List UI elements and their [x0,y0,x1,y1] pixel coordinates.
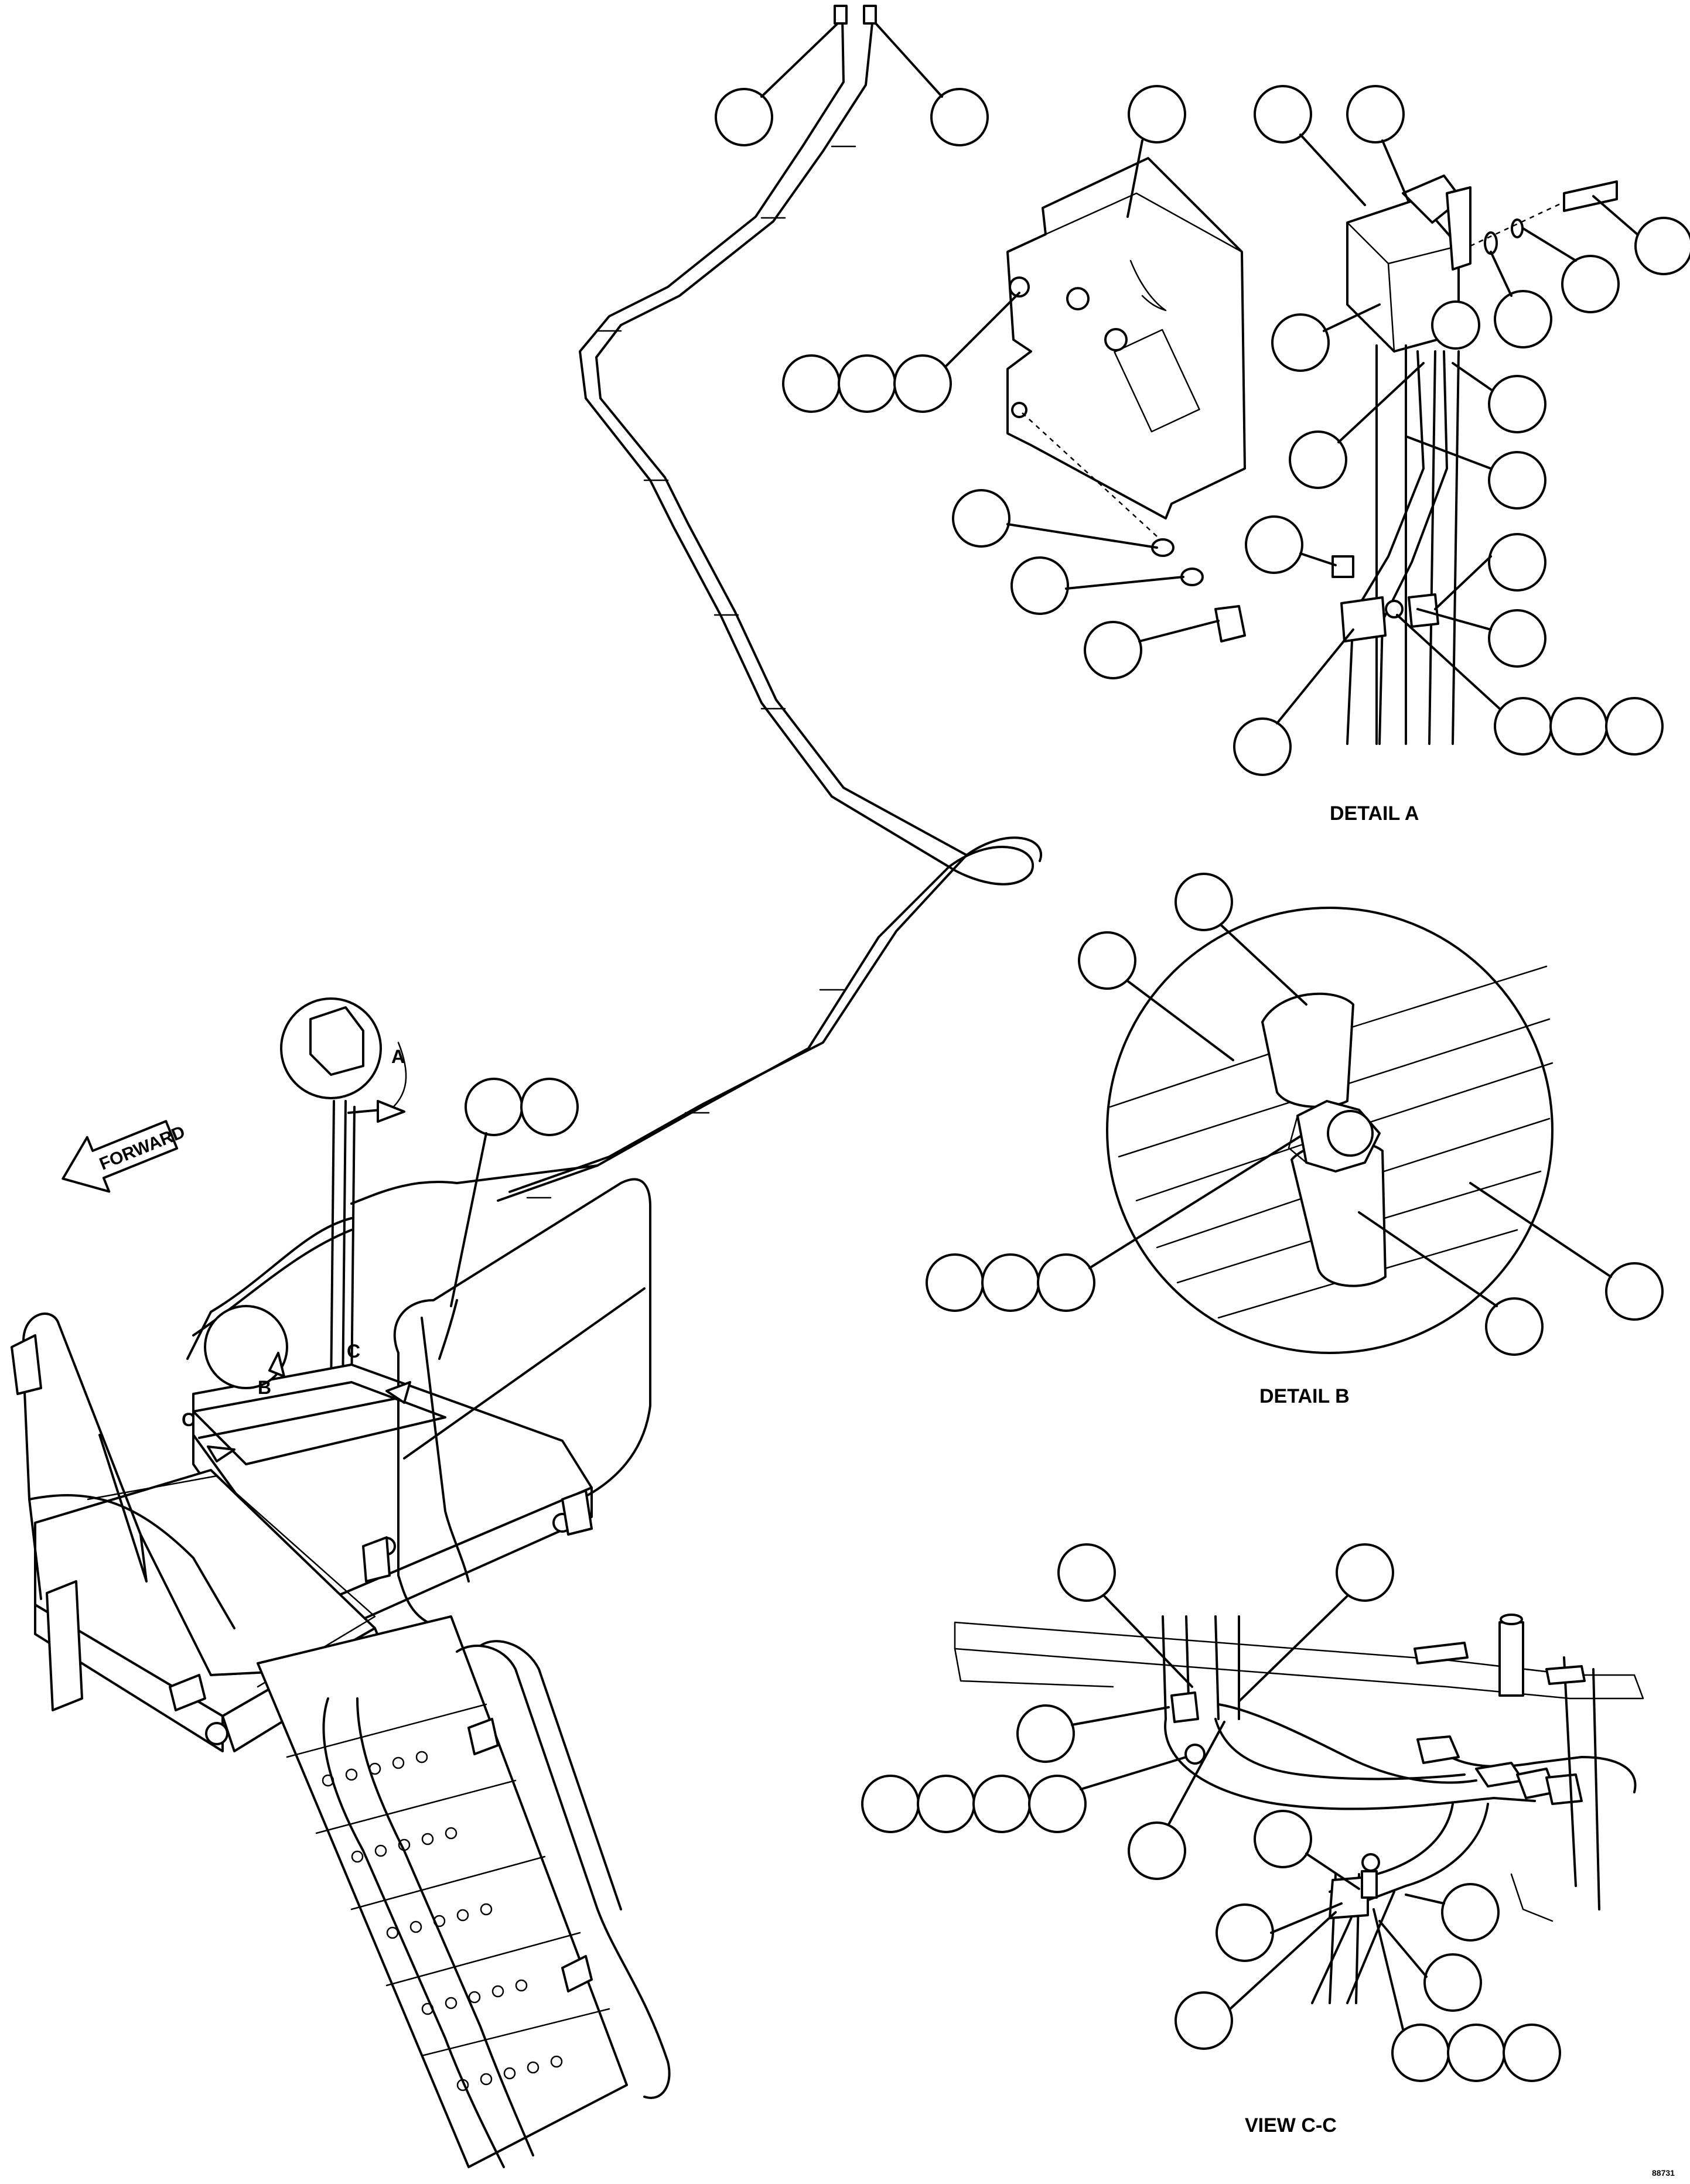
detail-b-label: DETAIL B [1259,1385,1350,1407]
ref-letter-c-left: C [182,1409,195,1430]
view-cc [954,1614,1644,2004]
platform-assembly [11,997,671,2168]
callout-top-left [715,22,839,146]
detail-b-callouts [926,873,1664,1356]
callout-top-right [875,22,989,146]
hose-assembly-main [497,5,1042,1202]
drawing-id: 88731 [1652,2168,1675,2178]
detail-b [1106,907,1554,1354]
view-cc-label: VIEW C-C [1245,2114,1337,2137]
detail-a-label: DETAIL A [1330,802,1419,825]
main-view-callouts [450,1078,579,1307]
forward-arrow: FORWARD [62,1120,188,1193]
ref-letter-b: B [258,1377,271,1398]
ref-letter-a: A [391,1046,405,1067]
ref-letter-c-right: C [347,1341,360,1362]
detail-a [1006,157,1618,745]
detail-b-inset-circle [204,1305,288,1389]
detail-a-callouts [782,85,1690,776]
view-cc-callouts [861,1543,1561,2082]
